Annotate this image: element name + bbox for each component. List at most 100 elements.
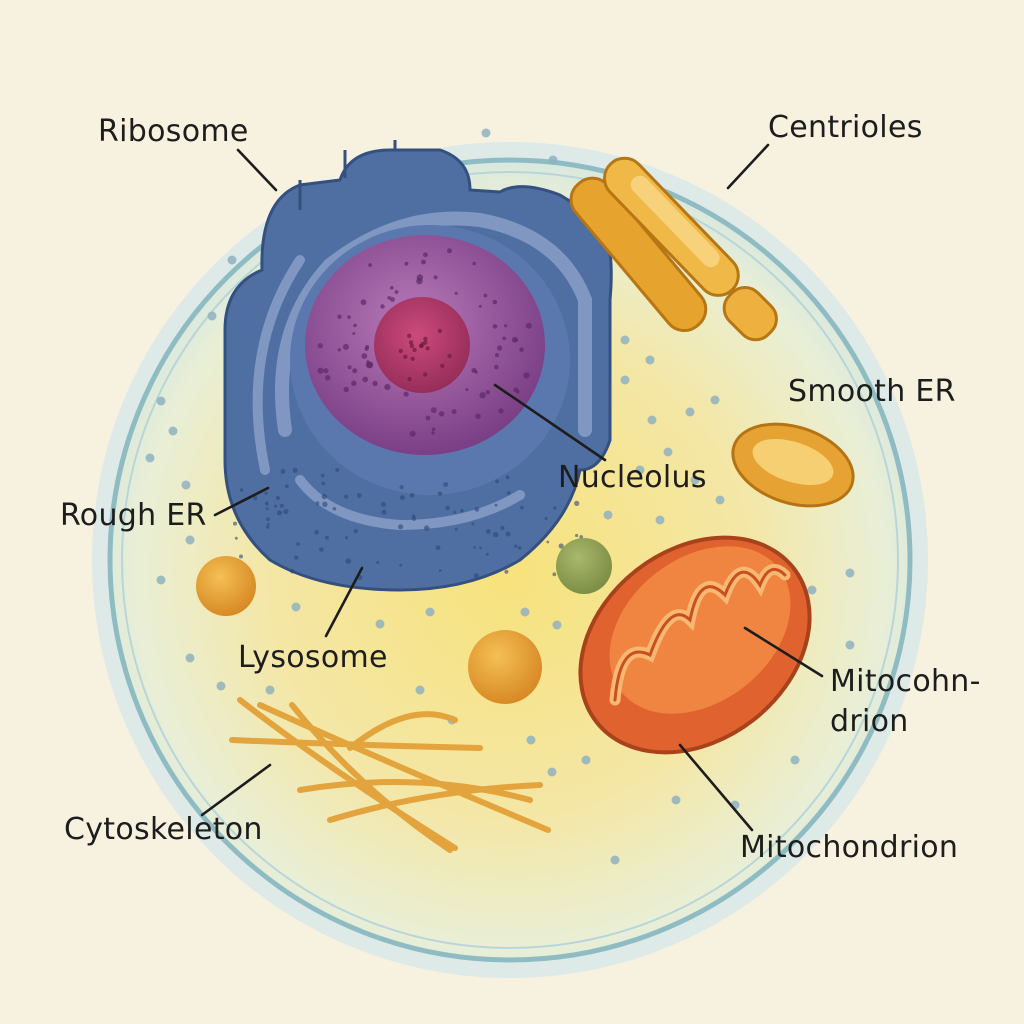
ribosome-dot [581, 755, 591, 765]
er-speckle [574, 500, 580, 506]
nucleus-speckle [404, 261, 409, 266]
nucleus-speckle [380, 304, 385, 309]
ribosome-dot [603, 510, 613, 520]
nucleolus-speckle [423, 372, 428, 377]
nucleus-speckle [485, 390, 491, 395]
ribosome-dot [845, 568, 855, 578]
label-nucleolus: Nucleolus [558, 460, 707, 495]
er-speckle [445, 505, 450, 511]
nucleus-speckle [337, 348, 341, 352]
er-speckle [321, 493, 327, 500]
nucleus-speckle [525, 322, 532, 329]
ribosome-dot [181, 480, 191, 490]
nucleus-speckle [343, 386, 349, 393]
nucleus-speckle [492, 299, 498, 305]
nucleus-speckle [323, 368, 329, 374]
ribosome-dot [520, 607, 530, 617]
er-speckle [504, 569, 509, 574]
nucleus-speckle [483, 293, 488, 298]
er-speckle [479, 546, 482, 550]
er-speckle [471, 522, 475, 526]
ribosome-dot [227, 255, 237, 265]
nucleolus-speckle [409, 343, 415, 349]
nucleus-speckle [325, 375, 331, 381]
nucleolus-speckle [407, 333, 412, 338]
er-speckle [264, 501, 269, 506]
ribosome-dot [807, 585, 817, 595]
er-speckle [520, 505, 524, 510]
nucleus-speckle [372, 380, 378, 387]
er-speckle [294, 555, 299, 560]
nucleus-speckle [497, 345, 503, 351]
er-speckle [321, 481, 326, 486]
nucleus-speckle [433, 275, 438, 280]
lysosome-vesicles [196, 538, 612, 704]
nucleus-speckle [474, 370, 478, 374]
ribosome-dot [620, 335, 630, 345]
nucleus-speckle [447, 248, 452, 254]
ribosome-dot [620, 375, 630, 385]
nucleolus-speckle [407, 376, 412, 382]
er-speckle [575, 468, 579, 473]
label-smooth-er: Smooth ER [788, 374, 956, 409]
nucleus-speckle [478, 304, 482, 308]
nucleus-speckle [479, 392, 486, 399]
label-ribosome: Ribosome [98, 114, 249, 149]
ribosome-dot [645, 355, 655, 365]
nucleus-speckle [475, 413, 481, 420]
er-speckle [315, 501, 320, 506]
er-speckle [290, 568, 295, 574]
nucleolus-speckle [447, 353, 452, 359]
nucleus-speckle [423, 252, 428, 258]
er-speckle [345, 558, 352, 564]
er-speckle [283, 508, 289, 515]
ribosome-dot [710, 395, 720, 405]
er-speckle [253, 496, 258, 501]
nucleus-speckle [514, 338, 518, 342]
nucleus-speckle [362, 376, 369, 383]
nucleus-speckle [394, 290, 399, 294]
er-speckle [500, 525, 505, 531]
nucleus-speckle [465, 388, 469, 392]
ribosome-dot [185, 535, 195, 545]
er-speckle [492, 531, 499, 538]
nucleus-speckle [438, 411, 445, 417]
er-speckle [575, 533, 579, 538]
ribosome-dot [216, 681, 226, 691]
er-speckle [544, 517, 548, 520]
er-speckle [473, 546, 477, 549]
er-speckle [460, 509, 464, 513]
er-speckle [277, 510, 283, 516]
ribosome-dot [790, 755, 800, 765]
label-mitochondrion-wrapped: Mitocohn- drion [830, 662, 981, 742]
label-centrioles: Centrioles [768, 110, 923, 145]
er-speckle [473, 573, 479, 579]
nucleolus-speckle [410, 356, 415, 361]
nucleus-speckle [352, 332, 356, 335]
er-speckle [411, 516, 417, 521]
er-speckle [381, 501, 386, 507]
er-speckle [266, 517, 270, 522]
label-rough-er: Rough ER [60, 498, 207, 533]
nucleolus-speckle [408, 340, 414, 345]
er-speckle [265, 525, 270, 529]
er-speckle [280, 469, 286, 474]
er-speckle [233, 521, 237, 526]
label-cytoskeleton: Cytoskeleton [64, 812, 263, 847]
ribosome-dot [145, 453, 155, 463]
ribosome-dot [635, 465, 645, 475]
nucleus-speckle [317, 367, 324, 374]
nucleus-speckle [351, 380, 357, 387]
er-speckle [485, 552, 489, 556]
cell-membrane [107, 157, 913, 963]
er-speckle [494, 503, 498, 507]
er-speckle [409, 493, 415, 498]
er-speckle [399, 495, 405, 501]
er-speckle [558, 543, 564, 549]
er-speckle [552, 572, 557, 577]
er-speckle [579, 535, 584, 539]
rough-er-structure [223, 140, 613, 592]
nucleus-speckle [366, 361, 374, 369]
